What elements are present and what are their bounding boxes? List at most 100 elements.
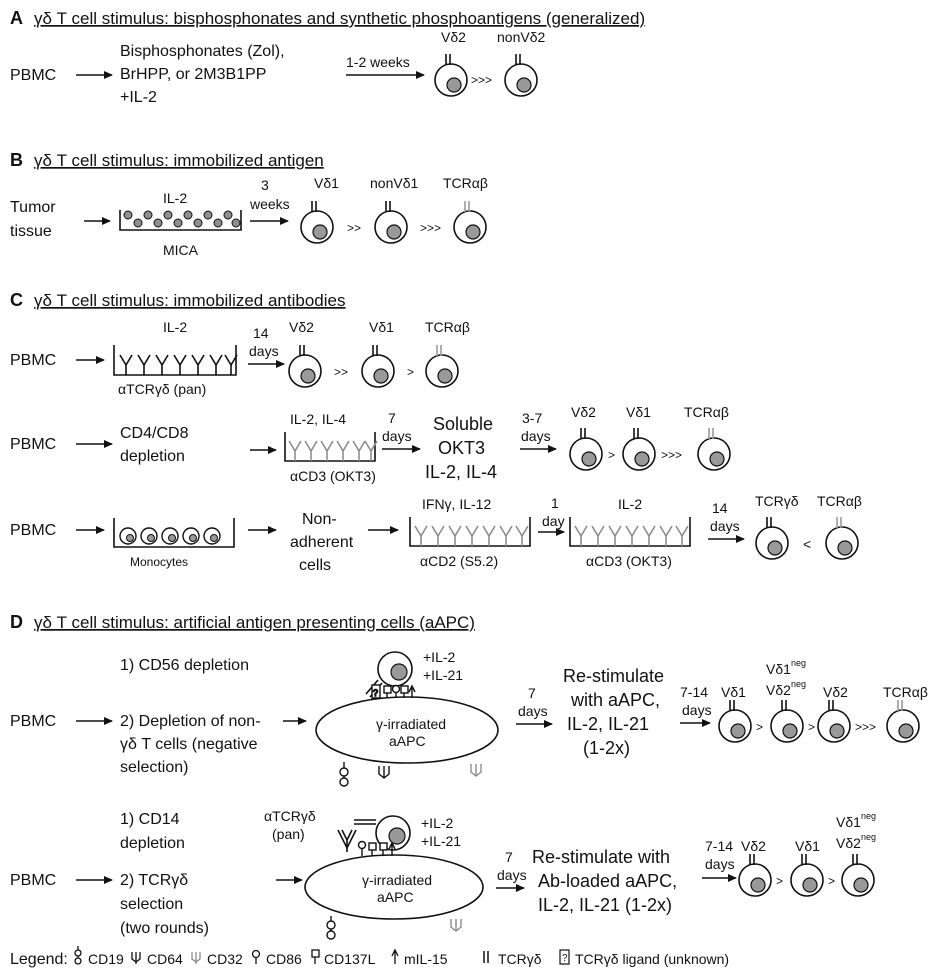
b-mica-beads — [123, 210, 241, 228]
section-d-title: γδ T cell stimulus: artificial antigen p… — [34, 613, 475, 632]
d2-restim-1: Re-stimulate with — [532, 847, 670, 867]
c1-cell-label-1: Vδ2 — [289, 319, 314, 335]
d2-step1-2: depletion — [120, 835, 185, 852]
d1-cmp-1: > — [756, 720, 763, 734]
d2-source: PBMC — [10, 872, 56, 889]
d1-aapc-2: aAPC — [389, 733, 426, 749]
d2-time2-a: 7-14 — [705, 838, 733, 854]
section-b-letter: B — [10, 150, 23, 170]
c2-cell-3 — [697, 427, 731, 471]
legend-cd86-icon — [251, 949, 261, 964]
d2-restim-2: Ab-loaded aAPC, — [538, 871, 677, 891]
d2-cmp-2: > — [828, 874, 835, 888]
c2-cell-2 — [622, 427, 656, 471]
legend-cd32-icon — [191, 952, 201, 964]
section-a-letter: A — [10, 8, 23, 28]
d2-aapc — [304, 854, 484, 920]
d1-step1: 1) CD56 depletion — [120, 657, 249, 674]
d1-source: PBMC — [10, 713, 56, 730]
d1-restim-2: with aAPC, — [570, 690, 660, 710]
c3-cytokine-1: IFNγ, IL-12 — [422, 496, 491, 512]
b-time-1: 3 — [261, 177, 269, 193]
d2-step2-2: selection — [120, 896, 183, 913]
d2-cmp-1: > — [776, 874, 783, 888]
a-stim-1: Bisphosphonates (Zol), — [120, 43, 285, 60]
c1-time-1: 14 — [253, 325, 269, 341]
svg-text:?: ? — [373, 688, 378, 698]
d2-time1-b: days — [497, 867, 527, 883]
legend-ligand-icon: ? — [559, 949, 570, 965]
legend-item-tcrgd: TCRγδ — [498, 951, 542, 967]
a-cell-label-2: nonVδ2 — [497, 29, 545, 45]
legend-cd64-icon — [131, 952, 141, 964]
d2-time1-a: 7 — [505, 849, 513, 865]
d2-cyto-1: +IL-2 — [421, 815, 454, 831]
c3-well-3 — [569, 517, 691, 547]
d1-cmp-3: >>> — [855, 720, 876, 734]
b-surface: MICA — [163, 242, 199, 258]
legend-item-cd19: CD19 — [88, 951, 124, 967]
d1-restim-1: Re-stimulate — [563, 666, 664, 686]
b-cmp-1: >> — [347, 221, 361, 235]
c3-well-2 — [409, 517, 531, 547]
a-cell-2 — [504, 53, 538, 97]
legend-item-cd64: CD64 — [147, 951, 183, 967]
d1-cmp-2: > — [808, 720, 815, 734]
c2-cmp-2: >>> — [661, 448, 682, 462]
d1-cell-neg — [770, 699, 804, 743]
c3-time1-b: day — [542, 513, 565, 529]
d2-aapc-ligands — [357, 840, 396, 856]
d2-cell-1 — [738, 853, 772, 897]
b-cmp-2: >>> — [420, 221, 441, 235]
c2-time1-b: days — [382, 428, 412, 444]
d2-time2-b: days — [705, 856, 735, 872]
d1-aapc-bottom-markers — [339, 762, 482, 787]
c2-cytokine: IL-2, IL-4 — [290, 411, 346, 427]
d1-cell-2 — [817, 699, 851, 743]
b-source-2: tissue — [10, 223, 52, 240]
section-c-letter: C — [10, 290, 23, 310]
legend-item-cd86: CD86 — [266, 951, 302, 967]
c3-antibodies-2 — [574, 525, 689, 547]
d1-aapc-ligands: ? — [371, 684, 416, 699]
b-cell-label-3: TCRαβ — [443, 175, 488, 191]
c1-cell-2 — [361, 344, 395, 388]
svg-text:?: ? — [562, 953, 568, 964]
legend-cd137l-icon — [311, 949, 320, 964]
c3-cell-2 — [825, 516, 859, 560]
c2-antibodies — [288, 440, 378, 462]
d1-cyto-1: +IL-2 — [423, 649, 456, 665]
legend-tcrgd-icon — [483, 951, 489, 963]
c2-cell-label-2: Vδ1 — [626, 404, 651, 420]
d1-time2-a: 7-14 — [680, 684, 708, 700]
section-d-letter: D — [10, 612, 23, 632]
d2-step2-1: 2) TCRγδ — [120, 872, 188, 889]
c3-plate-3: αCD3 (OKT3) — [586, 553, 672, 569]
d2-neg-sup-1: neg — [861, 811, 876, 821]
c1-cmp-2: > — [407, 365, 414, 379]
c1-source: PBMC — [10, 352, 56, 369]
d2-cell-neg — [841, 853, 875, 897]
d2-aapc-1: γ-irradiated — [362, 872, 432, 888]
c1-cell-label-3: TCRαβ — [425, 319, 470, 335]
d1-cell-label-1: Vδ1 — [721, 684, 746, 700]
legend-item-mil15: mIL-15 — [404, 951, 448, 967]
c1-plate: αTCRγδ (pan) — [118, 381, 206, 397]
d1-cyto-2: +IL-21 — [423, 667, 463, 683]
c2-step-2: depletion — [120, 448, 185, 465]
d2-neg-l2: Vδ2 — [836, 835, 861, 851]
legend-item-cd137l: CD137L — [324, 951, 376, 967]
d2-restim-3: IL-2, IL-21 (1-2x) — [538, 895, 672, 915]
d1-time1-a: 7 — [528, 685, 536, 701]
c2-source: PBMC — [10, 436, 56, 453]
d1-neg-sup-2: neg — [791, 679, 806, 689]
b-well — [119, 210, 242, 231]
c3-source: PBMC — [10, 522, 56, 539]
c1-cytokine: IL-2 — [163, 319, 187, 335]
legend: Legend: CD19 CD64 CD32 CD86 CD137L mIL-1… — [10, 946, 729, 968]
d1-aapc — [315, 696, 499, 764]
a-source: PBMC — [10, 67, 56, 84]
d1-neg-l2: Vδ2 — [766, 682, 791, 698]
c2-cmp-1: > — [608, 448, 615, 462]
d2-neg-sup-2: neg — [861, 832, 876, 842]
